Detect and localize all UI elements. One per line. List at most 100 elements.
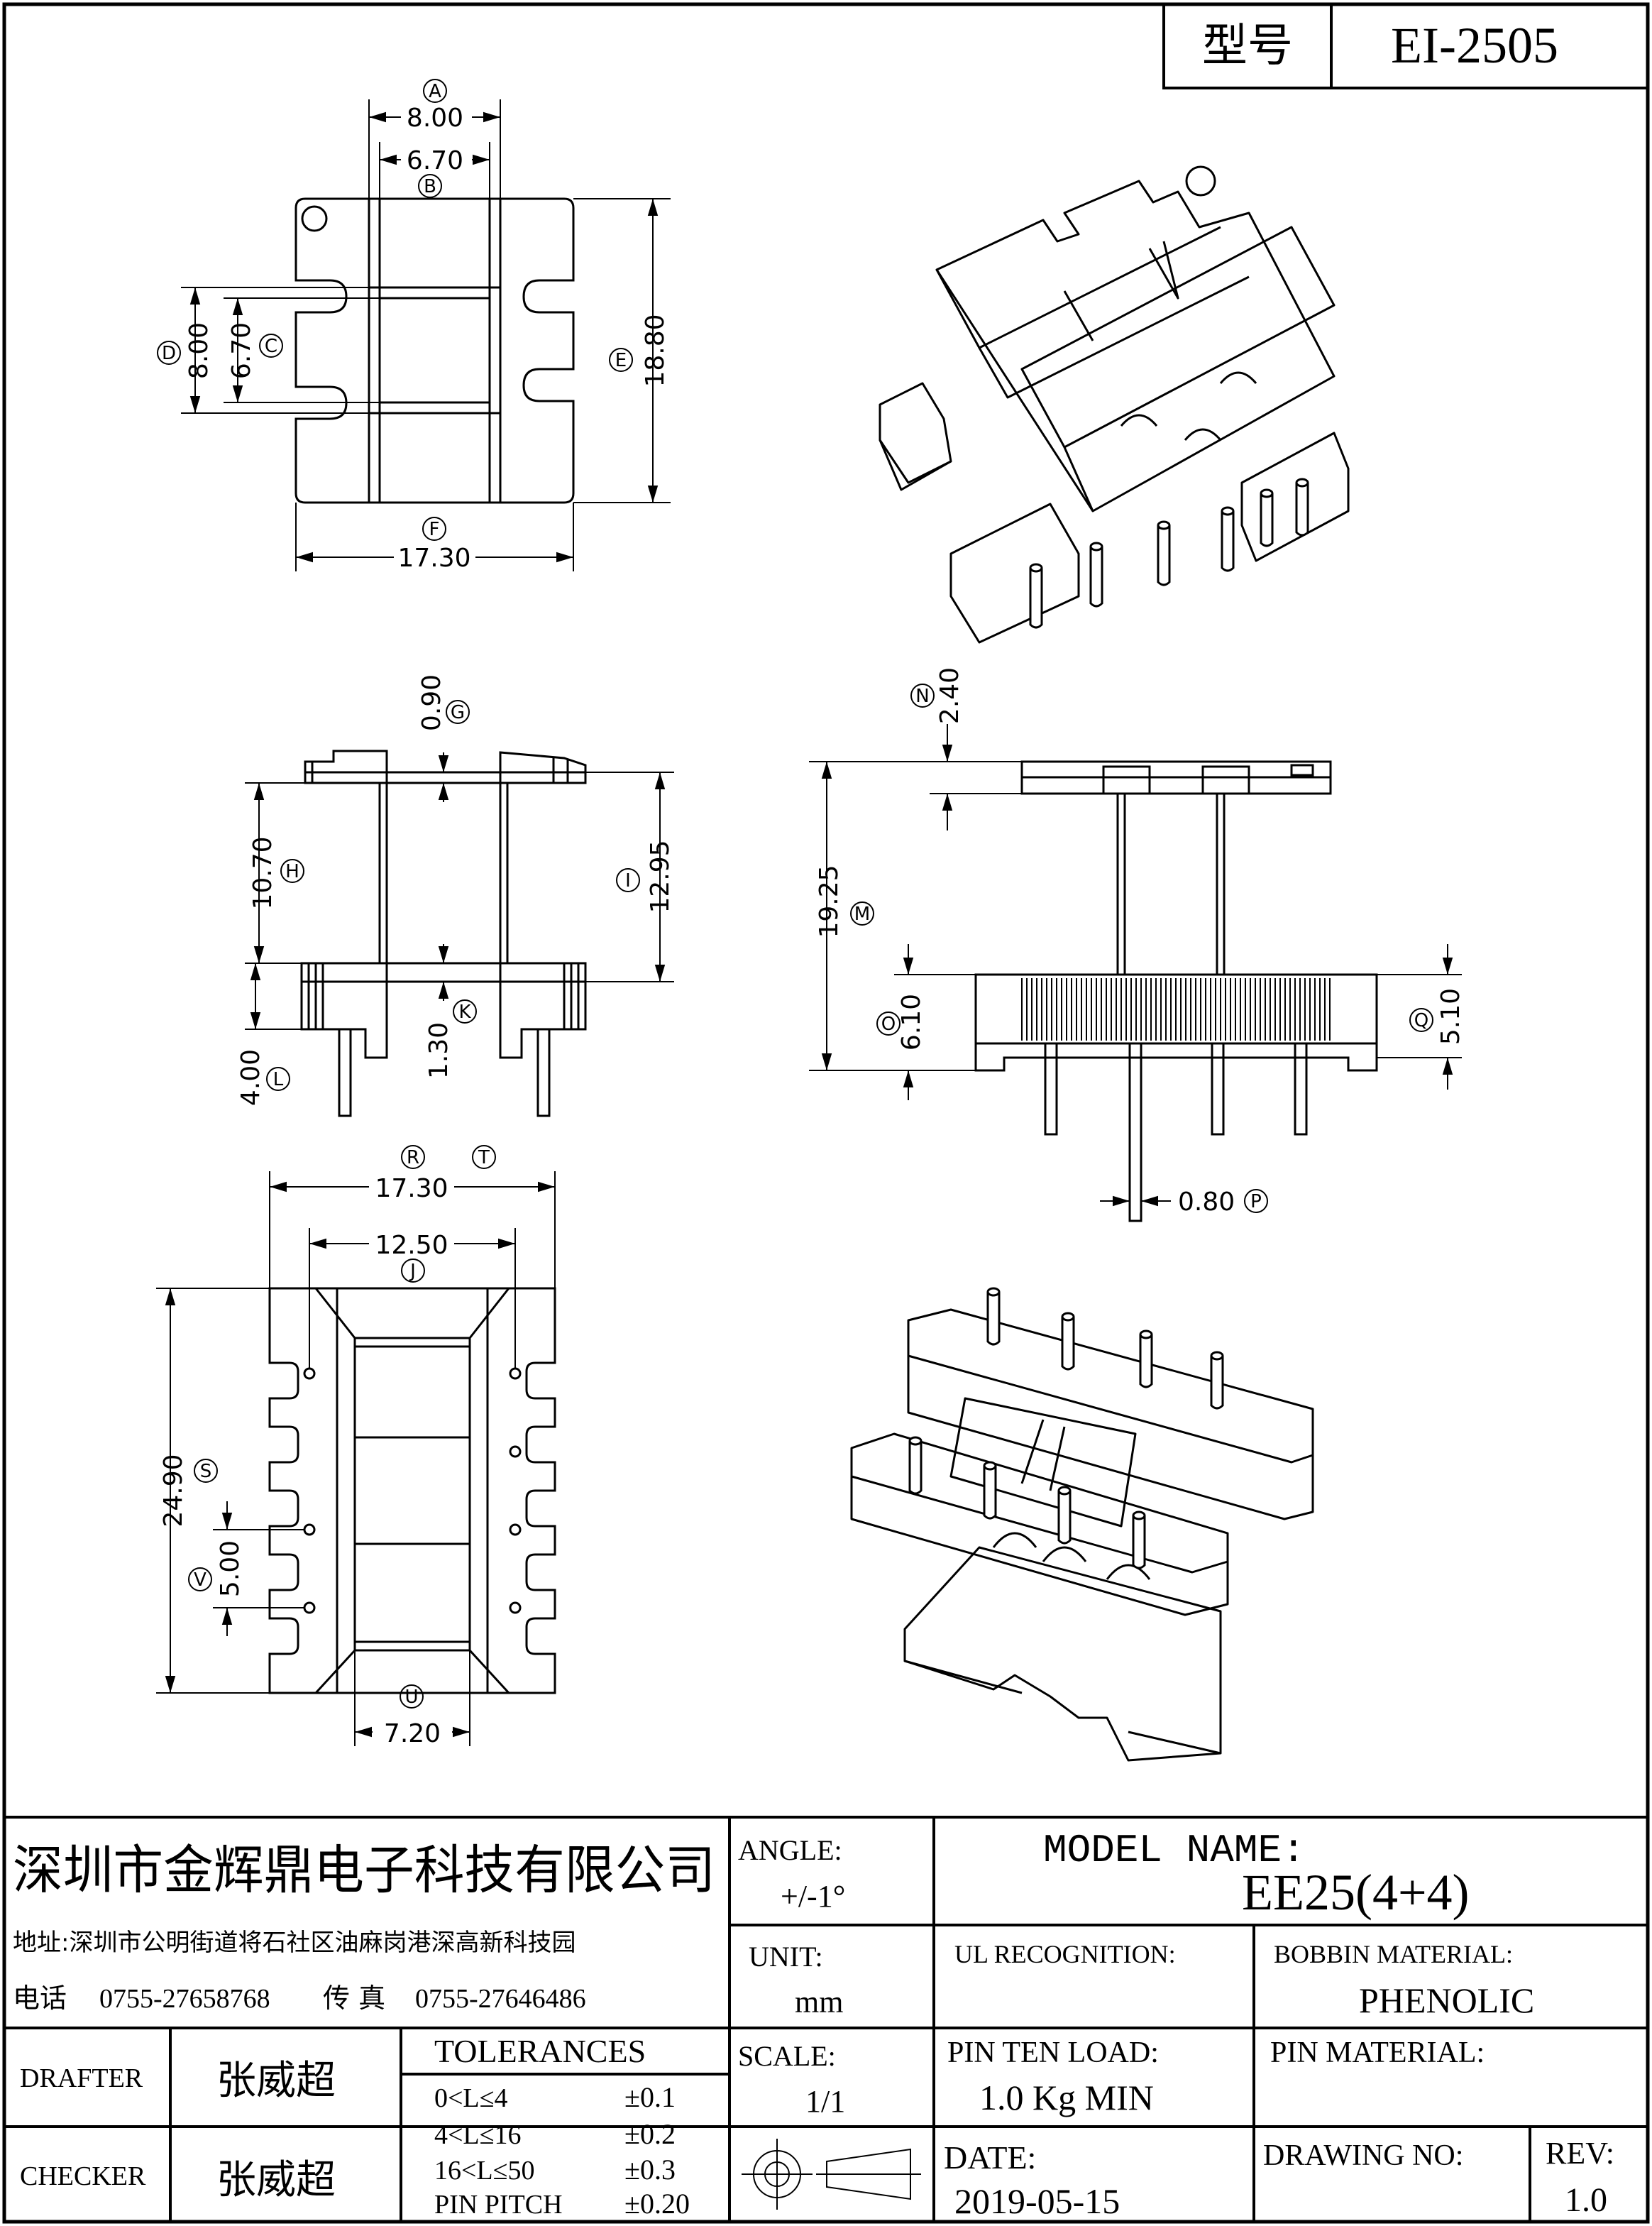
balloon-V (188, 1567, 212, 1591)
dim-S: 24.90 (159, 1454, 188, 1527)
balloon-letter-J: J (409, 1261, 416, 1282)
balloon-I (616, 868, 640, 892)
dim-B: 6.70 (407, 146, 463, 175)
balloon-letter-I: I (625, 870, 631, 892)
phone-number: 0755-27658768 (99, 1984, 270, 2014)
pin (1061, 1317, 1075, 1371)
front-view-dim-labels: 0.90 10.70 12.95 1.30 4.00 (236, 674, 675, 1106)
dim-E: 18.80 (641, 314, 670, 387)
balloon-letter-M: M (854, 904, 870, 925)
isometric-top-pins (1029, 478, 1309, 629)
balloon-letter-S: S (200, 1461, 212, 1482)
balloon-letter-R: R (407, 1147, 419, 1168)
balloon-E (609, 348, 633, 372)
dim-L: 4.00 (236, 1049, 265, 1106)
pin (1295, 483, 1309, 537)
dim-G: 0.90 (417, 674, 446, 731)
pin (908, 1441, 923, 1495)
balloon-T (472, 1145, 496, 1169)
tolerance-range: 16<L≤50 (434, 2156, 535, 2186)
pin-tip (986, 1287, 1001, 1297)
unit-value: mm (795, 1985, 843, 2019)
pin-tip (1089, 542, 1103, 552)
dim-C: 6.70 (227, 322, 256, 379)
balloon-letter-P: P (1250, 1191, 1262, 1212)
balloon-M (850, 901, 874, 926)
dim-F: 17.30 (397, 544, 470, 573)
pin-tip (1029, 563, 1043, 573)
balloon-F (422, 517, 446, 541)
pin-tip (1139, 1329, 1153, 1339)
dim-U: 7.20 (384, 1719, 441, 1748)
model-value: EI-2505 (1391, 17, 1558, 74)
balloon-U (400, 1684, 424, 1709)
top-view-dim-labels: 8.00 6.70 8.00 6.70 18.80 17.30 (185, 104, 670, 573)
tolerance-range: 0<L≤4 (434, 2083, 508, 2113)
isometric-bottom-pins (908, 1287, 1224, 1569)
pin-material-label: PIN MATERIAL: (1270, 2036, 1485, 2069)
tolerance-value: ±0.3 (624, 2154, 676, 2186)
model-header-box: 型号 EI-2505 (1162, 3, 1649, 89)
tolerance-range: PIN PITCH (434, 2190, 563, 2220)
pin (1221, 511, 1235, 572)
angle-value: +/-1° (781, 1879, 845, 1914)
pin-tip (1221, 506, 1235, 516)
pin (1057, 1491, 1072, 1545)
pin-tip (1061, 1312, 1075, 1322)
balloon-letter-N: N (915, 686, 929, 707)
dim-M: 19.25 (815, 865, 844, 938)
bobbin-material-value: PHENOLIC (1359, 1980, 1534, 2020)
bottom-view-right-flange (486, 1287, 556, 1694)
tolerance-value: ±0.20 (624, 2188, 690, 2220)
ul-recognition-label: UL RECOGNITION: (954, 1940, 1176, 1968)
dim-O: 6.10 (897, 994, 926, 1051)
bottom-view (268, 1287, 556, 1694)
side-view (974, 760, 1378, 1222)
balloon-C (259, 334, 283, 358)
drafter-name: 张威超 (216, 2058, 336, 2104)
pin-ten-load-value: 1.0 Kg MIN (979, 2078, 1154, 2117)
scale-label: SCALE: (738, 2040, 836, 2072)
balloon-N (910, 684, 935, 708)
drawing-no-label: DRAWING NO: (1263, 2139, 1463, 2172)
phone-label: 电话 (13, 1983, 67, 2014)
balloon-L (266, 1067, 290, 1091)
balloon-G (446, 700, 470, 724)
projection-symbol (742, 2139, 921, 2210)
balloon-A (423, 79, 447, 103)
balloon-letter-G: G (451, 702, 465, 723)
balloon-letter-Q: Q (1414, 1010, 1428, 1031)
balloon-letter-D: D (162, 343, 176, 364)
balloon-J (401, 1259, 425, 1283)
model-name-label: MODEL NAME: (1043, 1828, 1306, 1873)
balloon-letter-A: A (429, 81, 441, 102)
balloon-Q (1409, 1008, 1433, 1032)
balloon-K (453, 999, 477, 1024)
isometric-view-bottom (850, 1308, 1314, 1762)
pin (1089, 547, 1103, 608)
isometric-view-top (879, 165, 1350, 644)
balloon-B (418, 174, 442, 198)
balloon-letter-K: K (458, 1002, 471, 1023)
pin-tip (1157, 520, 1171, 530)
date-label: DATE: (944, 2139, 1036, 2176)
pin (1260, 493, 1274, 547)
pin (1139, 1334, 1153, 1388)
unit-label: UNIT: (749, 1941, 823, 1973)
tolerances-label: TOLERANCES (434, 2033, 646, 2069)
balloon-letter-U: U (404, 1687, 418, 1708)
balloon-letter-V: V (194, 1569, 206, 1591)
dim-A: 8.00 (407, 104, 463, 133)
balloon-letter-O: O (881, 1014, 896, 1035)
pin (1157, 525, 1171, 586)
checker-name: 张威超 (216, 2157, 336, 2203)
tolerance-range: 4<L≤16 (434, 2120, 522, 2150)
dim-H: 10.70 (248, 836, 277, 909)
top-view-dims (181, 99, 671, 571)
dim-Q: 5.10 (1436, 988, 1465, 1045)
balloon-letter-B: B (424, 176, 436, 197)
top-view-outline (294, 197, 575, 504)
balloon-letter-T: T (478, 1147, 490, 1168)
side-view-dim-labels: 2.40 19.25 6.10 5.10 0.80 (815, 667, 1465, 1217)
